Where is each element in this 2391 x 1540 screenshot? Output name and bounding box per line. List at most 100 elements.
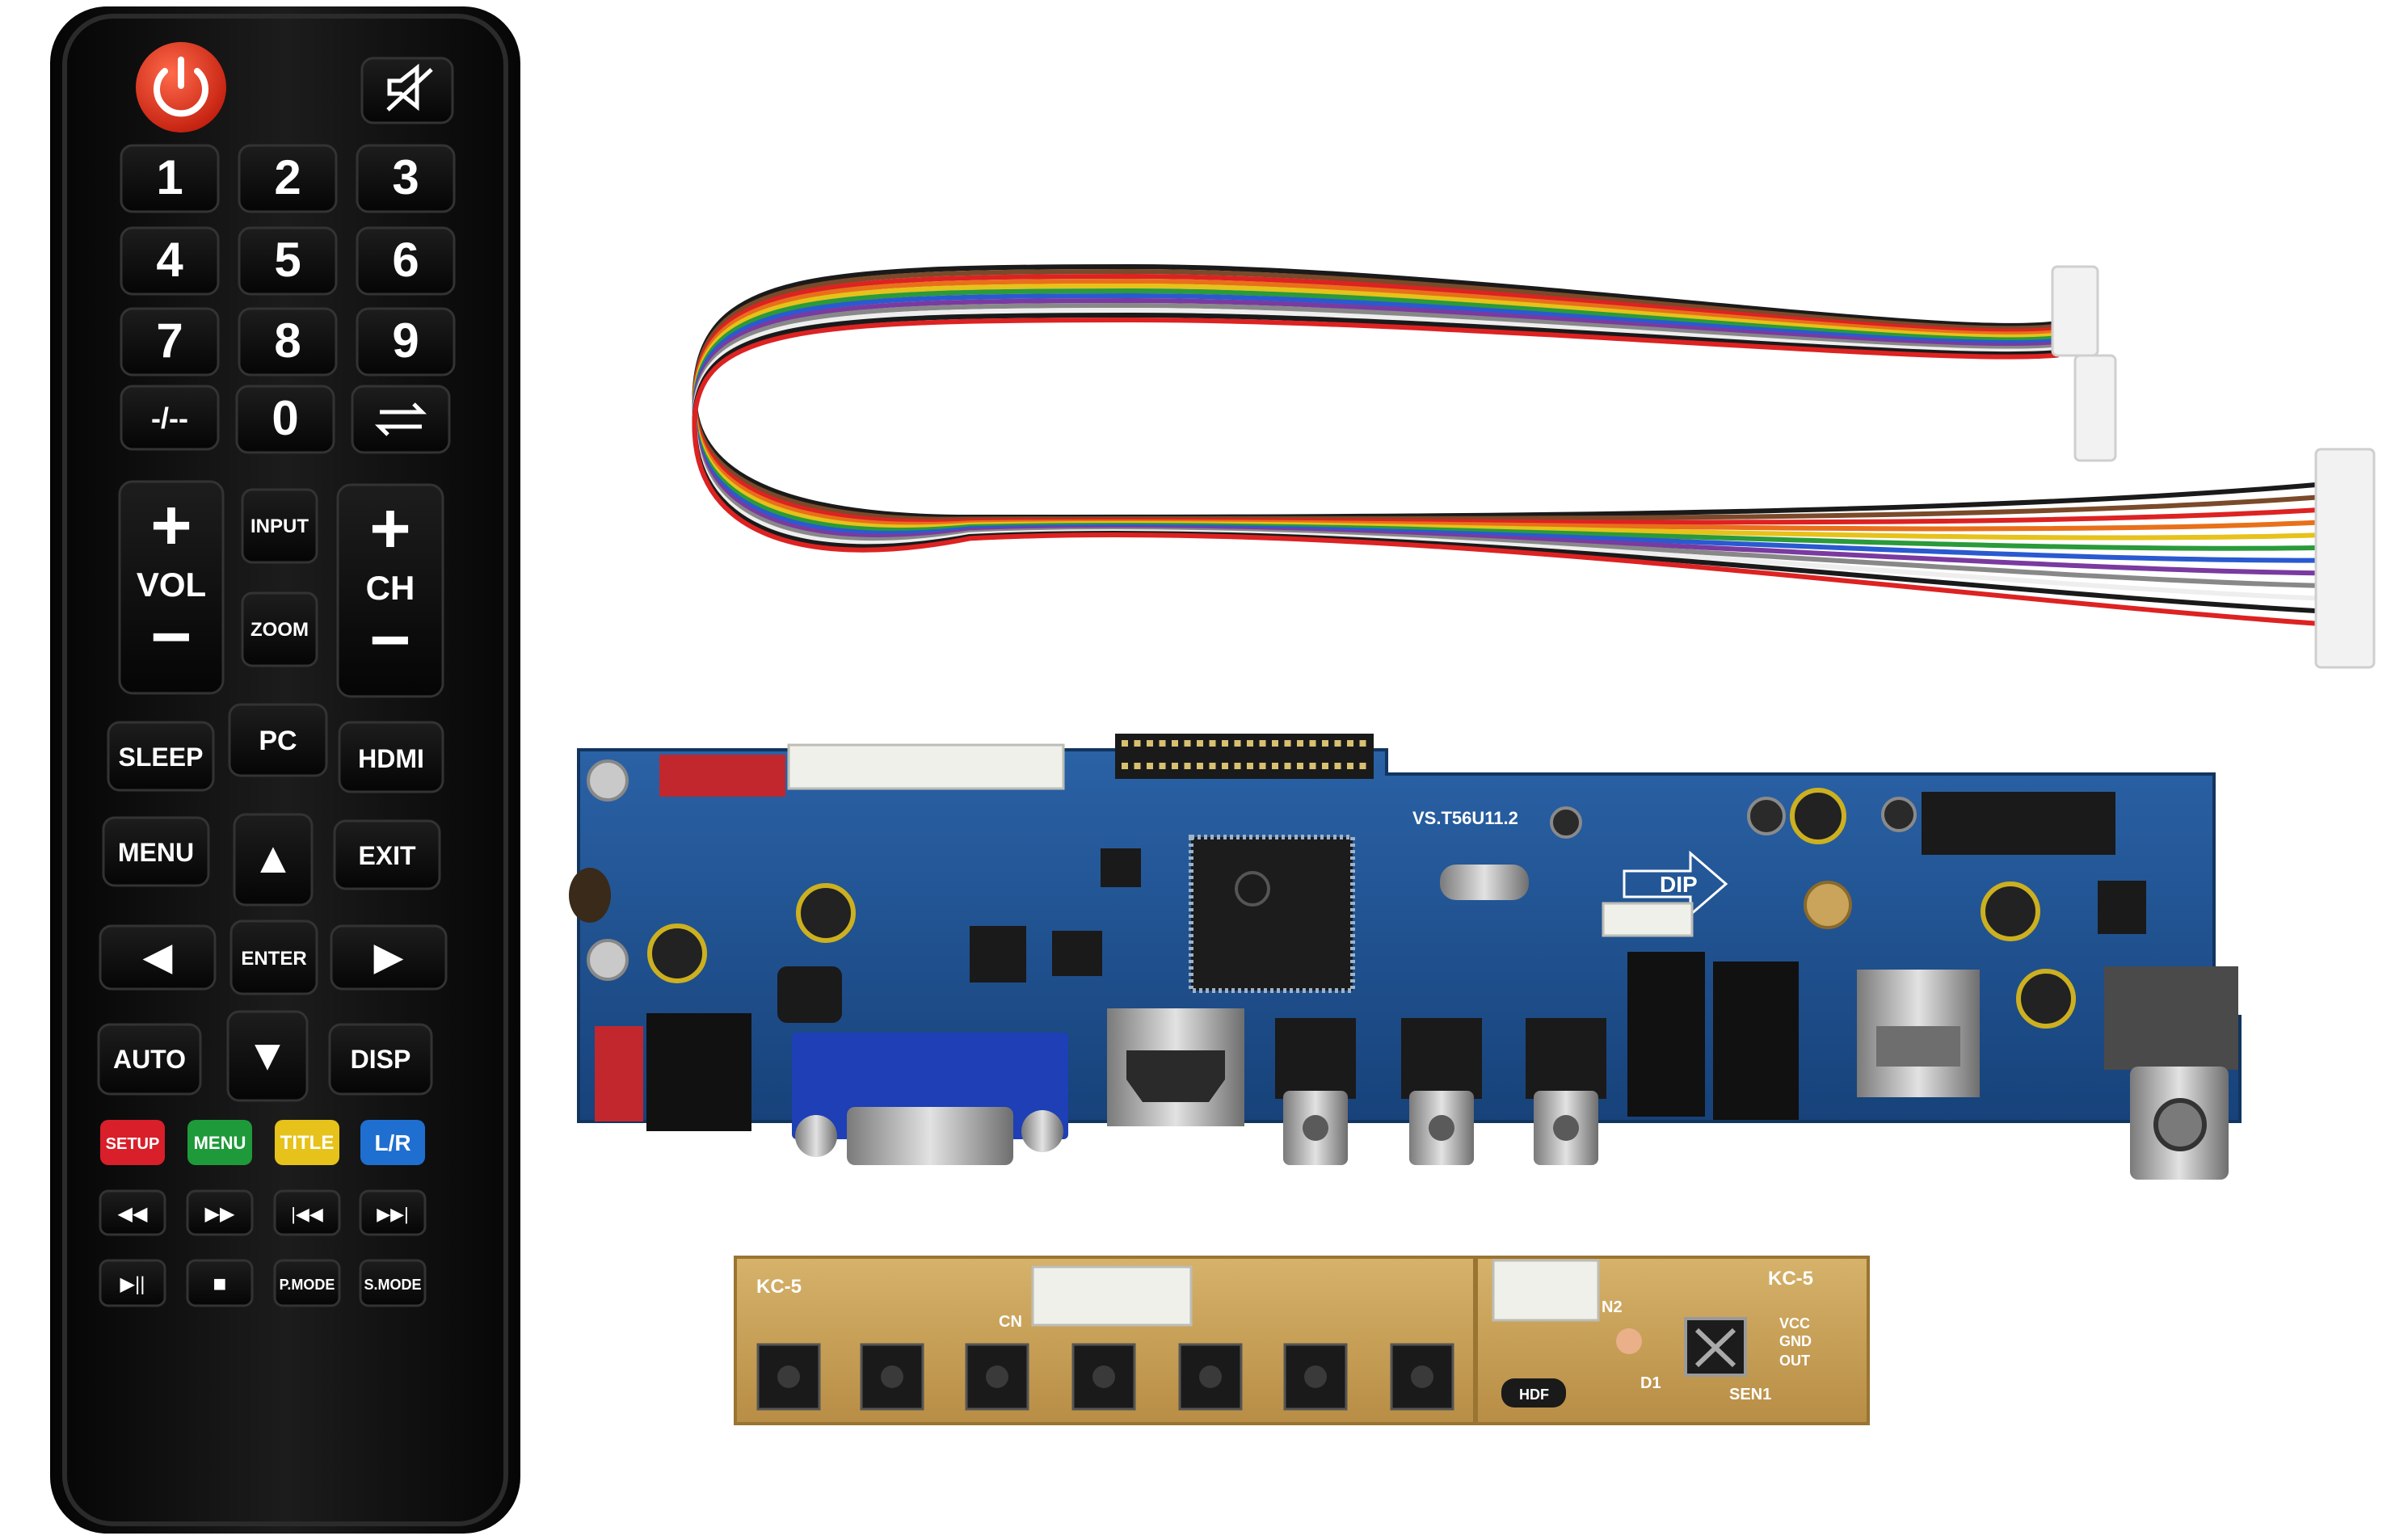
digit-9-button[interactable]: 9	[356, 307, 456, 377]
menu-button[interactable]: MENU	[102, 816, 210, 887]
right-button[interactable]: ▶	[330, 924, 448, 991]
up-glyph: ▲	[251, 834, 294, 882]
diode	[1501, 1378, 1566, 1407]
digit-2-button[interactable]: 2	[238, 144, 338, 213]
capacitor	[1550, 806, 1582, 839]
stop-icon: ■	[213, 1271, 227, 1296]
stop-button[interactable]: ■	[186, 1259, 254, 1307]
rewind-button[interactable]: ◀◀	[99, 1189, 166, 1236]
rca-jack-body	[1401, 1018, 1482, 1099]
audio-jack	[1627, 952, 1705, 1117]
digit-8-button[interactable]: 8	[238, 307, 338, 377]
setup-label: SETUP	[106, 1135, 160, 1153]
header-pin	[1347, 740, 1353, 747]
enter-button[interactable]: ENTER	[229, 919, 318, 995]
digit-1-label: 1	[156, 150, 183, 204]
audio-amp-chip	[1922, 792, 2115, 855]
cable-connector-top-b	[2073, 354, 2117, 462]
auto-button[interactable]: AUTO	[97, 1023, 202, 1096]
header-pin	[1259, 763, 1266, 769]
usb-port	[1857, 970, 1980, 1097]
enter-label: ENTER	[241, 948, 306, 970]
header-pin	[1347, 763, 1353, 769]
play-pause-button[interactable]: ▶||	[99, 1259, 166, 1307]
sen1-label: SEN1	[1729, 1386, 1771, 1403]
header-pin	[1159, 763, 1166, 769]
cable-connector-top-a	[2051, 265, 2099, 357]
smode-button[interactable]: S.MODE	[359, 1259, 427, 1307]
digit-5-button[interactable]: 5	[238, 226, 338, 296]
dip-label: DIP	[1660, 872, 1698, 897]
smode-label: S.MODE	[364, 1277, 421, 1293]
title-button[interactable]: TITLE	[275, 1120, 339, 1165]
pmode-button[interactable]: P.MODE	[273, 1259, 341, 1307]
tactile-switch-cap	[881, 1365, 903, 1388]
header-pin	[1284, 740, 1291, 747]
digit-1-button[interactable]: 1	[120, 144, 220, 213]
cable-connector-right	[2314, 448, 2376, 669]
lr-button[interactable]: L/R	[360, 1120, 425, 1165]
mounting-hole	[587, 759, 629, 802]
disp-button[interactable]: DISP	[328, 1023, 433, 1096]
header-pin	[1247, 763, 1253, 769]
volume-rocker[interactable]: + VOL −	[118, 480, 225, 695]
header-pin	[1359, 763, 1366, 769]
red-connector-left	[595, 1026, 643, 1121]
digit-7-button[interactable]: 7	[120, 307, 220, 377]
play-pause-icon: ▶||	[120, 1273, 145, 1295]
digit-0-button[interactable]: 0	[235, 385, 335, 454]
out-label: OUT	[1779, 1353, 1810, 1369]
color-menu-label: MENU	[194, 1133, 246, 1153]
d1-label: D1	[1640, 1374, 1661, 1392]
previous-button[interactable]: |◀◀	[273, 1189, 341, 1236]
header-pin	[1247, 740, 1253, 747]
down-button[interactable]: ▼	[226, 1010, 309, 1102]
header-pin	[1284, 763, 1291, 769]
ferrite-coil	[569, 868, 611, 923]
digit-3-button[interactable]: 3	[356, 144, 456, 213]
dash-button[interactable]: -/--	[120, 385, 220, 451]
keypad-label-right: KC-5	[1768, 1268, 1813, 1290]
header-pin	[1272, 763, 1278, 769]
setup-button[interactable]: SETUP	[100, 1120, 165, 1165]
next-button[interactable]: ▶▶|	[359, 1189, 427, 1236]
hdmi-button[interactable]: HDMI	[338, 721, 444, 793]
up-button[interactable]: ▲	[233, 813, 314, 907]
channel-label: CH	[366, 569, 415, 607]
dip-arrow	[1623, 850, 1728, 918]
color-menu-button[interactable]: MENU	[187, 1120, 252, 1165]
input-button[interactable]: INPUT	[241, 488, 318, 564]
down-glyph: ▼	[246, 1031, 288, 1079]
channel-rocker[interactable]: + CH −	[336, 483, 444, 698]
header-pin	[1172, 740, 1178, 747]
channel-down-glyph: −	[369, 600, 410, 680]
exit-button[interactable]: EXIT	[333, 819, 441, 890]
hdmi-port	[1107, 1008, 1244, 1126]
header-pin	[1334, 740, 1341, 747]
fast-forward-button[interactable]: ▶▶	[186, 1189, 254, 1236]
left-glyph: ◀	[143, 936, 173, 978]
tactile-switch-cap	[1092, 1365, 1115, 1388]
zoom-button[interactable]: ZOOM	[241, 591, 318, 667]
left-button[interactable]: ◀	[99, 924, 217, 991]
sleep-label: SLEEP	[119, 743, 204, 772]
chip-logo	[1235, 871, 1270, 907]
digit-6-button[interactable]: 6	[356, 226, 456, 296]
header-pin	[1309, 740, 1316, 747]
header-pin	[1209, 740, 1216, 747]
vga-connector	[792, 1033, 1068, 1165]
pc-button[interactable]: PC	[228, 703, 328, 777]
dc-power-jack	[646, 1013, 751, 1131]
auto-label: AUTO	[113, 1045, 186, 1074]
header-pin	[1184, 740, 1191, 747]
disp-label: DISP	[351, 1045, 411, 1074]
rf-tuner-connector	[2104, 966, 2238, 1180]
cycle-button[interactable]	[351, 385, 451, 454]
header-pin	[1297, 763, 1303, 769]
rca-jack-body	[1275, 1018, 1356, 1099]
digit-4-button[interactable]: 4	[120, 226, 220, 296]
audio-jack	[1713, 961, 1799, 1120]
header-pin	[1147, 763, 1153, 769]
sleep-button[interactable]: SLEEP	[107, 721, 215, 792]
